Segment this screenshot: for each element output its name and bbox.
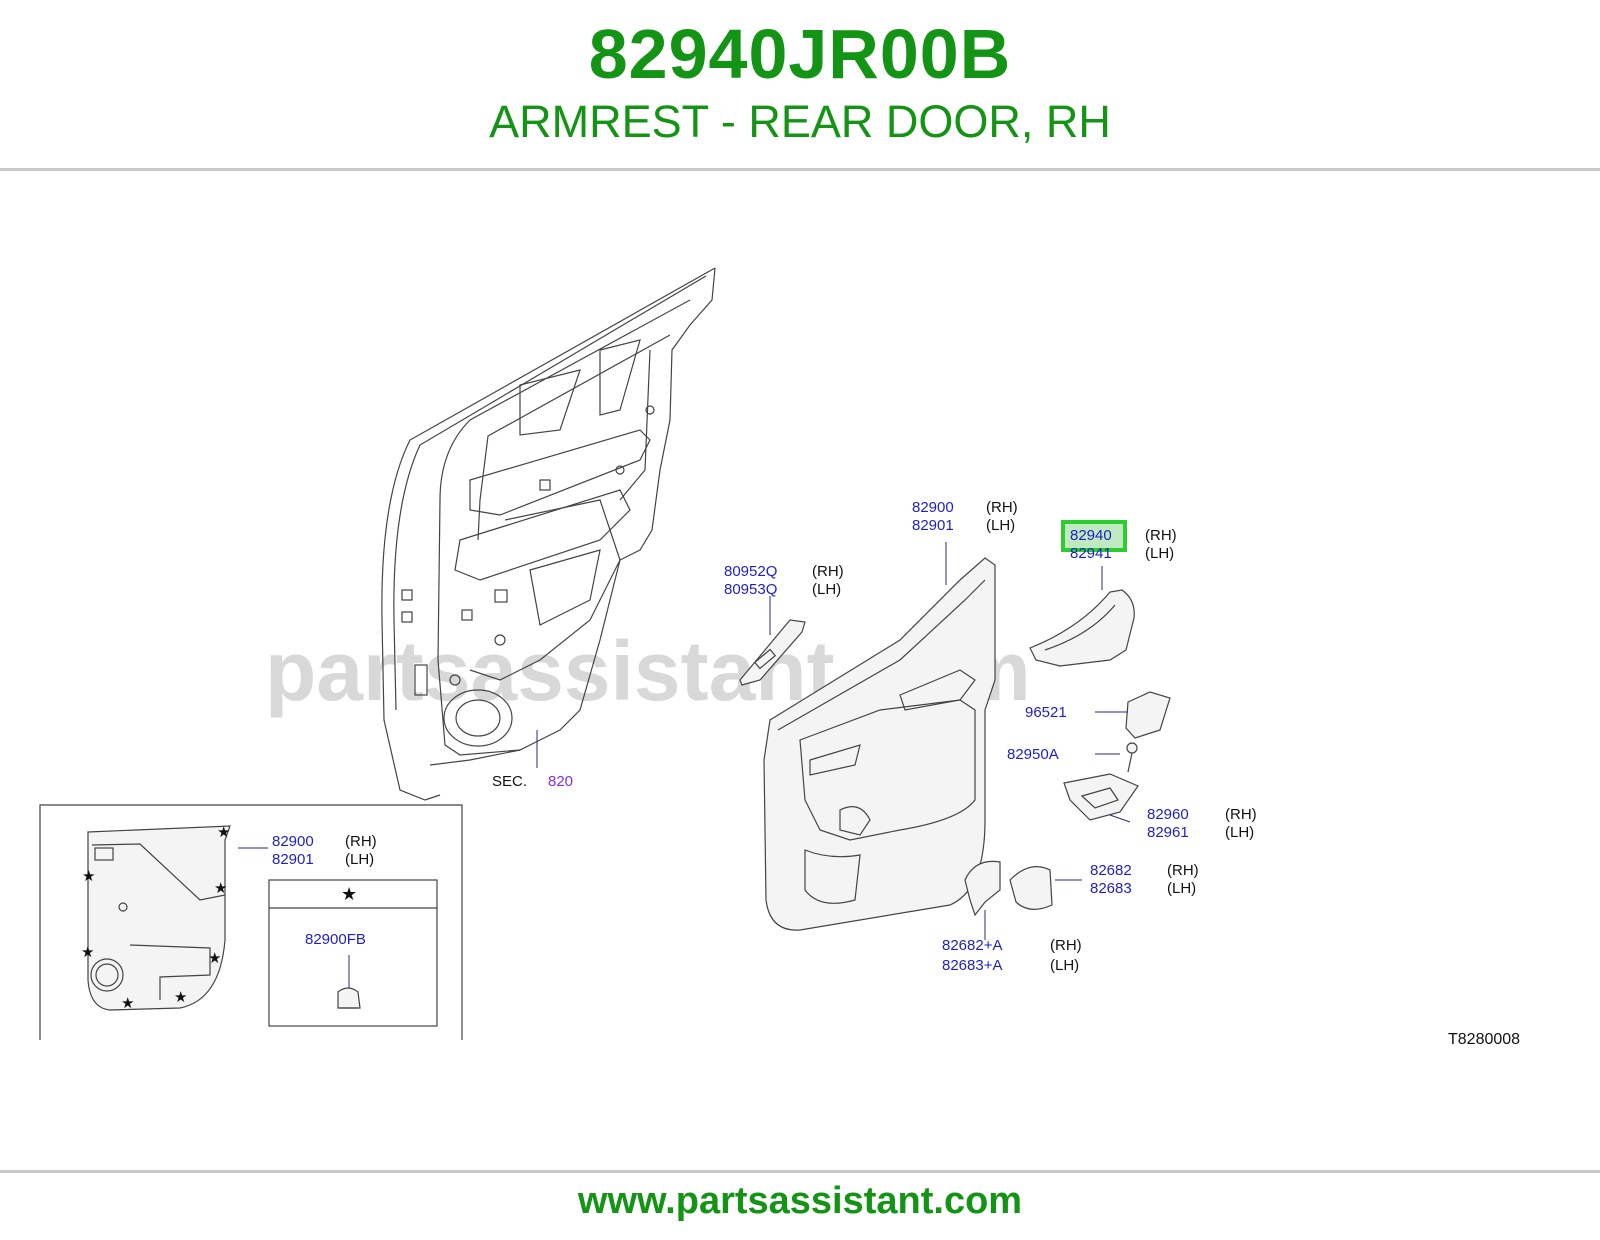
- label-80952q: 80952Q: [724, 563, 777, 580]
- label-82960-rh: (RH): [1225, 806, 1257, 823]
- label-82900: 82900: [912, 499, 954, 516]
- label-inset-82900-rh: (RH): [345, 833, 377, 850]
- screw-drawing: [1126, 742, 1138, 773]
- inset-star-3: ★: [214, 880, 227, 897]
- inset-star-4: ★: [81, 944, 94, 961]
- sec-number: 820: [548, 773, 573, 790]
- label-82683a: 82683+A: [942, 957, 1002, 974]
- label-82900-rh: (RH): [986, 499, 1018, 516]
- label-80953q: 80953Q: [724, 581, 777, 598]
- inset-star-5: ★: [208, 950, 221, 967]
- inset-star-6: ★: [121, 995, 134, 1012]
- label-82960: 82960: [1147, 806, 1189, 823]
- part-name: ARMREST - REAR DOOR, RH: [489, 96, 1111, 147]
- label-82683a-lh: (LH): [1050, 957, 1079, 974]
- label-82682a: 82682+A: [942, 937, 1002, 954]
- fastener-box-star: ★: [341, 884, 357, 904]
- sec-label: SEC.: [492, 773, 527, 790]
- figure-code: T8280008: [1448, 1031, 1520, 1048]
- label-82901: 82901: [912, 517, 954, 534]
- inset-panel: [39, 804, 463, 1040]
- label-inset-82900: 82900: [272, 833, 314, 850]
- label-82950a: 82950A: [1007, 746, 1059, 763]
- fastener-box: [268, 879, 438, 1027]
- label-82682-rh: (RH): [1167, 862, 1199, 879]
- label-82940[interactable]: 82940: [1070, 527, 1112, 544]
- label-82683-lh: (LH): [1167, 880, 1196, 897]
- label-inset-82901: 82901: [272, 851, 314, 868]
- label-82900fb: 82900FB: [305, 931, 366, 948]
- label-82941: 82941: [1070, 545, 1112, 562]
- armrest-drawing: [1029, 589, 1135, 667]
- label-82683: 82683: [1090, 880, 1132, 897]
- label-80952q-rh: (RH): [812, 563, 844, 580]
- inset-star-2: ★: [82, 868, 95, 885]
- inset-star-7: ★: [174, 989, 187, 1006]
- footer-divider: [0, 1170, 1600, 1173]
- label-96521: 96521: [1025, 704, 1067, 721]
- bracket-drawing: [739, 619, 806, 686]
- label-80953q-lh: (LH): [812, 581, 841, 598]
- label-82961: 82961: [1147, 824, 1189, 841]
- highlight-box-82940: [1061, 520, 1127, 552]
- finisher-drawing: [1063, 773, 1139, 821]
- label-82682: 82682: [1090, 862, 1132, 879]
- door-frame-drawing: [381, 267, 716, 801]
- label-82940-rh: (RH): [1145, 527, 1177, 544]
- header-divider: [0, 168, 1600, 171]
- leader-82960: [1109, 814, 1131, 823]
- inset-star-1: ★: [217, 824, 230, 841]
- footer-url-link[interactable]: www.partsassistant.com: [577, 1180, 1023, 1222]
- parts-diagram: partsassistant.com SEC. 820 80952Q 8: [39, 267, 1520, 1048]
- label-inset-82901-lh: (LH): [345, 851, 374, 868]
- door-trim-panel-drawing: [763, 557, 996, 931]
- switch-drawing: [1125, 691, 1171, 739]
- label-82941-lh: (LH): [1145, 545, 1174, 562]
- handle-escutcheon-drawing: [964, 860, 1053, 917]
- label-82682a-rh: (RH): [1050, 937, 1082, 954]
- part-number: 82940JR00B: [588, 15, 1012, 93]
- label-82901-lh: (LH): [986, 517, 1015, 534]
- label-82961-lh: (LH): [1225, 824, 1254, 841]
